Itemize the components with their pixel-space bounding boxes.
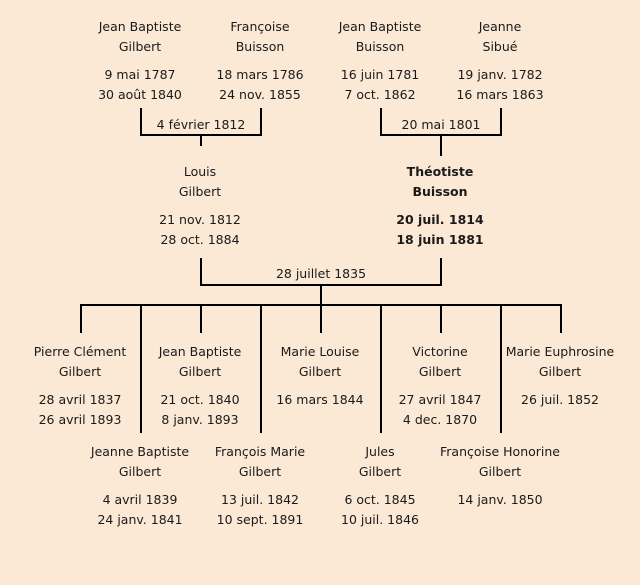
person-first-name: Marie Euphrosine xyxy=(505,344,615,359)
death-date: 18 juin 1881 xyxy=(396,232,484,247)
connector-line xyxy=(380,304,382,433)
birth-date: 16 mars 1844 xyxy=(276,392,364,407)
person-last-name: Gilbert xyxy=(178,184,222,199)
birth-date: 28 avril 1837 xyxy=(38,392,122,407)
person-last-name: Gilbert xyxy=(358,464,402,479)
connector-line xyxy=(380,108,382,136)
death-date: 16 mars 1863 xyxy=(456,87,544,102)
connector-line xyxy=(200,258,202,286)
person-first-name: François Marie xyxy=(214,444,306,459)
person-first-name: Jean Baptiste xyxy=(338,19,422,34)
death-date: 24 nov. 1855 xyxy=(219,87,301,102)
death-date xyxy=(430,510,570,530)
connector-line xyxy=(140,108,142,136)
person-last-name: Buisson xyxy=(412,184,468,199)
person-last-name: Buisson xyxy=(355,39,405,54)
death-date: 8 janv. 1893 xyxy=(161,412,239,427)
person-first-name: Victorine xyxy=(412,344,468,359)
person-last-name: Gilbert xyxy=(118,464,162,479)
birth-date: 21 oct. 1840 xyxy=(160,392,240,407)
connector-line xyxy=(140,304,142,433)
person-last-name: Gilbert xyxy=(58,364,102,379)
connector-line xyxy=(440,258,442,286)
connector-line xyxy=(320,304,322,333)
person-last-name: Gilbert xyxy=(178,364,222,379)
death-date: 10 sept. 1891 xyxy=(216,512,304,527)
person-last-name: Gilbert xyxy=(118,39,162,54)
connector-line xyxy=(440,304,442,333)
connector-line xyxy=(320,284,322,306)
person-first-name: Jean Baptiste xyxy=(158,344,242,359)
death-date: 28 oct. 1884 xyxy=(160,232,240,247)
person-first-name: Louis xyxy=(183,164,217,179)
birth-date: 16 juin 1781 xyxy=(340,67,420,82)
connector-line xyxy=(500,304,502,433)
death-date: 24 janv. 1841 xyxy=(97,512,183,527)
person-first-name: Jean Baptiste xyxy=(98,19,182,34)
person-first-name: Jules xyxy=(365,444,395,459)
birth-date: 27 avril 1847 xyxy=(398,392,482,407)
person-first-name: Françoise Honorine xyxy=(439,444,560,459)
connector-line xyxy=(560,304,562,333)
connector-line xyxy=(200,304,202,333)
person-last-name: Sibué xyxy=(482,39,518,54)
connector-line xyxy=(260,304,262,433)
birth-date: 18 mars 1786 xyxy=(216,67,304,82)
birth-date: 21 nov. 1812 xyxy=(159,212,241,227)
person-first-name: Théotiste xyxy=(406,164,474,179)
death-date xyxy=(490,410,630,430)
birth-date: 4 avril 1839 xyxy=(102,492,178,507)
birth-date: 19 janv. 1782 xyxy=(457,67,543,82)
birth-date: 6 oct. 1845 xyxy=(344,492,416,507)
death-date: 30 août 1840 xyxy=(98,87,182,102)
person-first-name: Jeanne xyxy=(478,19,522,34)
connector-line xyxy=(500,108,502,136)
death-date xyxy=(250,410,390,430)
connector-line xyxy=(440,134,442,156)
death-date: 10 juil. 1846 xyxy=(341,512,419,527)
person-first-name: Françoise xyxy=(230,19,290,34)
person-last-name: Gilbert xyxy=(298,364,342,379)
marriage-date-parents: 28 juillet 1835 xyxy=(275,266,367,281)
birth-date: 13 juil. 1842 xyxy=(221,492,299,507)
connector-line xyxy=(80,304,82,333)
birth-date: 9 mai 1787 xyxy=(104,67,176,82)
person-first-name: Jeanne Baptiste xyxy=(90,444,190,459)
death-date: 26 avril 1893 xyxy=(38,412,122,427)
person-last-name: Gilbert xyxy=(238,464,282,479)
person-last-name: Gilbert xyxy=(418,364,462,379)
connector-line xyxy=(260,108,262,136)
birth-date: 14 janv. 1850 xyxy=(457,492,543,507)
death-date: 7 oct. 1862 xyxy=(344,87,416,102)
person-last-name: Gilbert xyxy=(478,464,522,479)
marriage-date-paternal: 4 février 1812 xyxy=(156,117,246,132)
birth-date: 26 juil. 1852 xyxy=(521,392,599,407)
person-first-name: Pierre Clément xyxy=(33,344,127,359)
person-first-name: Marie Louise xyxy=(280,344,360,359)
birth-date: 20 juil. 1814 xyxy=(396,212,484,227)
connector-line xyxy=(200,134,202,146)
person-last-name: Buisson xyxy=(235,39,285,54)
person-last-name: Gilbert xyxy=(538,364,582,379)
marriage-date-maternal: 20 mai 1801 xyxy=(401,117,481,132)
death-date: 4 dec. 1870 xyxy=(402,412,478,427)
